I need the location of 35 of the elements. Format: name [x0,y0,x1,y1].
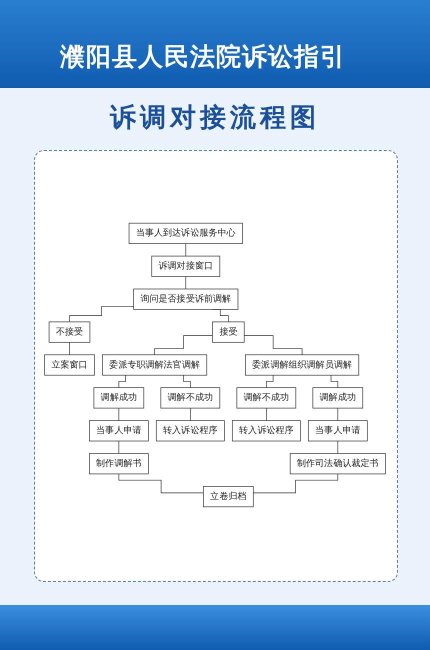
connector [185,243,186,256]
connector [337,408,338,421]
connector [252,474,338,494]
connector [118,408,120,421]
node-box: 委派专职调解法官调解 [102,354,208,376]
connector [266,408,267,421]
node-box: 调解成功 [94,387,144,408]
node-box: 立卷归档 [203,486,254,508]
node-box: 当事人申请 [308,420,368,442]
node-box: 转入诉讼程序 [156,420,225,442]
node-box: 不接受 [48,322,90,343]
connector [185,276,186,290]
connector [118,474,204,494]
connector [118,440,120,454]
connector [190,408,191,421]
node-box: 制作司法确认裁定书 [290,453,386,474]
connector [154,335,213,356]
node-box: 当事人到达诉讼服务中心 [128,222,243,244]
node-box: 当事人申请 [89,420,149,442]
node-box: 调解成功 [312,387,364,408]
node-box: 询问是否接受诉前调解 [133,288,238,310]
node-box: 委派调解组织调解员调解 [245,354,360,376]
connector [337,440,338,454]
node-box: 转入诉讼程序 [232,420,301,442]
node-box: 调解不成功 [160,387,220,408]
heading: 诉调对接流程图 [110,102,320,132]
connector [69,342,70,356]
node-box: 调解不成功 [236,387,296,408]
node-box: 诉调对接窗口 [151,256,220,277]
node-box: 立案窗口 [44,354,95,376]
node-box: 接受 [212,322,245,343]
node-box: 制作调解书 [89,453,149,474]
connector [244,335,302,356]
title: 濮阳县人民法院诉讼指引 [60,42,346,73]
connector [69,306,134,322]
